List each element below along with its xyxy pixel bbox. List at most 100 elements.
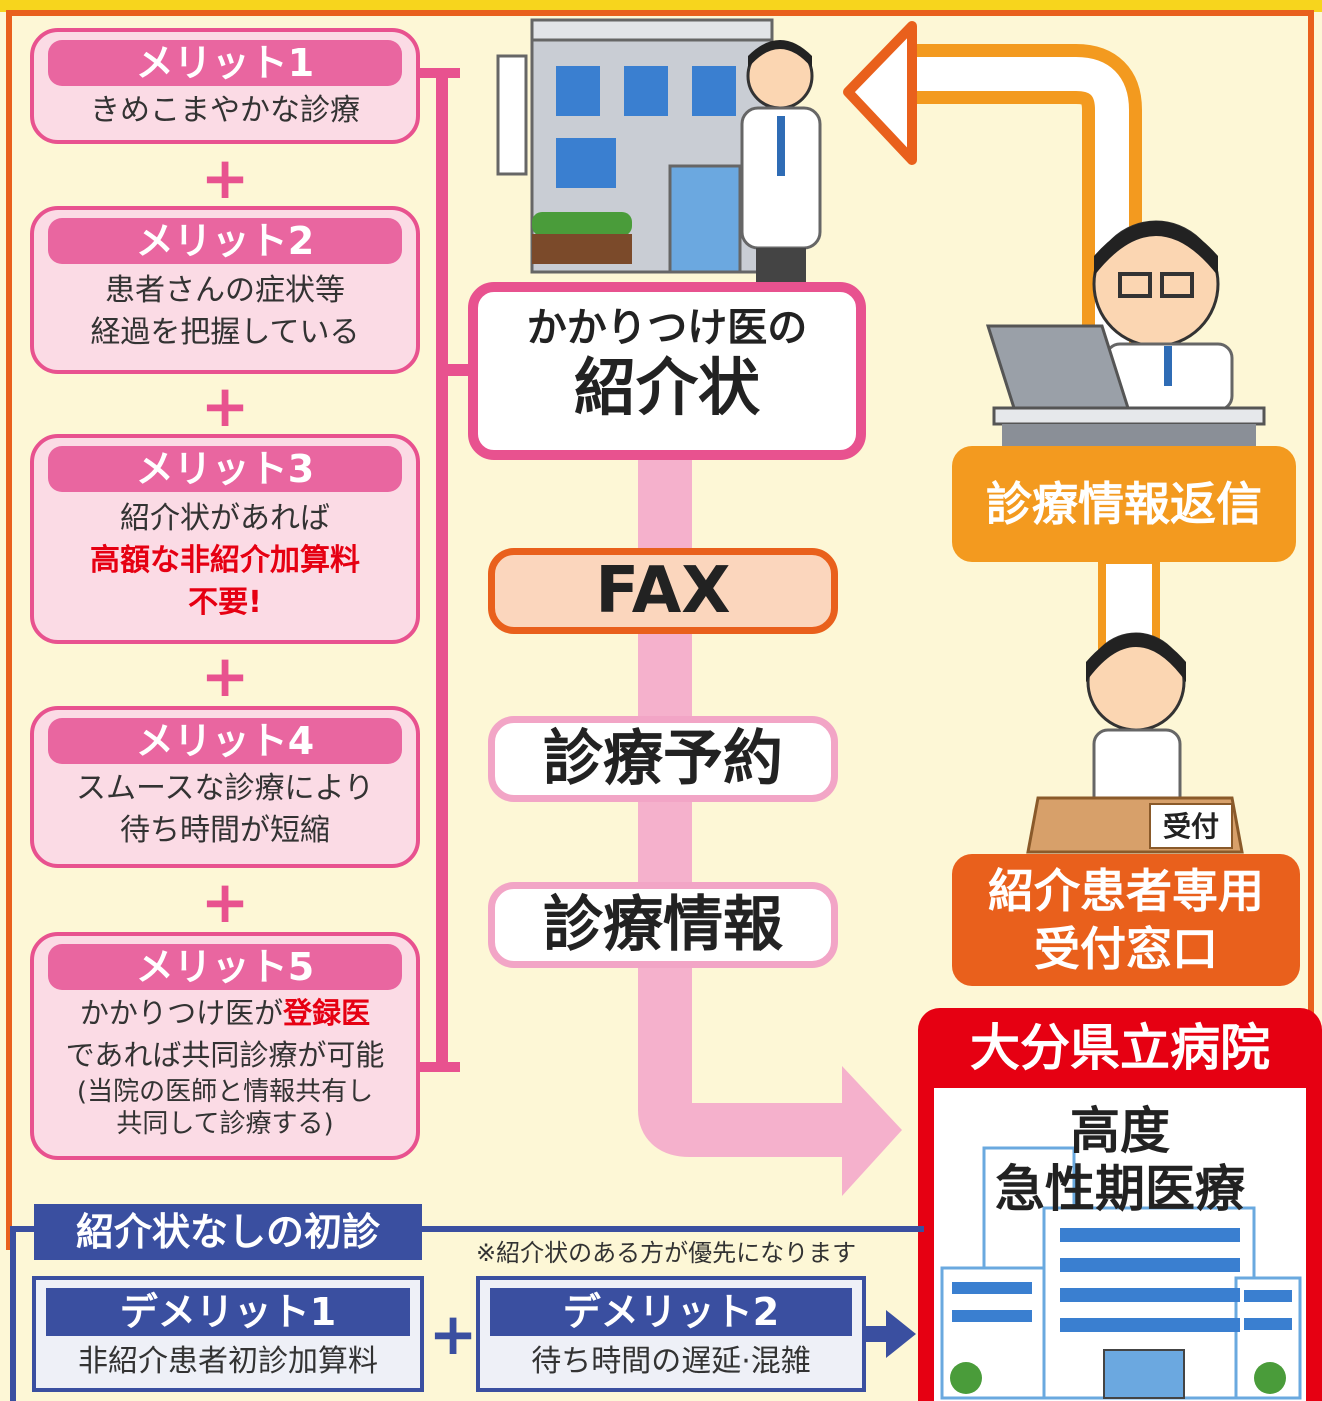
orange-frame bbox=[6, 10, 1314, 1250]
return-arrow-head bbox=[843, 21, 917, 165]
referral-letter-box: かかりつけ医の 紹介状 bbox=[468, 282, 866, 460]
hospital-window-right-1 bbox=[1244, 1290, 1292, 1302]
pink-flow-arrow-body bbox=[638, 460, 850, 1157]
reception-sign-board bbox=[1149, 803, 1233, 849]
merit-5-line-4: 共同して診療する) bbox=[116, 1109, 334, 1139]
clinic-planter bbox=[532, 234, 632, 264]
clinic-window-2 bbox=[624, 66, 668, 116]
bracket-bottom bbox=[420, 1062, 460, 1072]
no-referral-title: 紹介状なしの初診 bbox=[34, 1204, 422, 1260]
tree-left bbox=[950, 1362, 982, 1394]
merit-5-box: メリット5 かかりつけ医が登録医 であれば共同診療が可能 (当院の医師と情報共有… bbox=[30, 932, 420, 1160]
hospital-panel: 高度 急性期医療 bbox=[934, 1088, 1306, 1401]
merit-1-text: きめこまやかな診療 bbox=[90, 93, 360, 128]
merit-3-title: メリット3 bbox=[48, 446, 402, 492]
demerit-1-title: デメリット1 bbox=[46, 1288, 410, 1336]
merit-2-box: メリット2 患者さんの症状等 経過を把握している bbox=[30, 206, 420, 374]
desk-front bbox=[1002, 424, 1256, 446]
oita-prefectural-hospital: 大分県立病院 高度 急性期医療 bbox=[918, 1008, 1322, 1401]
referral-title-line-2: 紹介状 bbox=[573, 351, 760, 424]
reception-sign: 受付 bbox=[1163, 810, 1219, 843]
laptop-screen bbox=[985, 324, 1131, 410]
receptionist-hair bbox=[1086, 633, 1186, 682]
glasses-right bbox=[1160, 272, 1194, 298]
merit-5-registered-doctor: 登録医 bbox=[283, 996, 371, 1030]
hospital-doctor-hair bbox=[1094, 221, 1218, 276]
clinic-roof bbox=[530, 18, 774, 42]
doctor-legs bbox=[756, 248, 806, 284]
plus-1: + bbox=[200, 144, 250, 212]
top-band bbox=[0, 0, 1322, 12]
demerit-2-text: 待ち時間の遅延·混雑 bbox=[531, 1344, 811, 1379]
bracket-vertical bbox=[436, 68, 448, 1070]
merit-3-line-1: 紹介状があれば bbox=[120, 501, 330, 536]
plus-3: + bbox=[200, 642, 250, 710]
reception-line-1: 紹介患者専用 bbox=[988, 864, 1264, 918]
clinic-illustration bbox=[496, 18, 822, 284]
hospital-window-left-1 bbox=[952, 1282, 1032, 1294]
plus-2: + bbox=[200, 372, 250, 440]
plus-4: + bbox=[200, 868, 250, 936]
merit-5-line-1: かかりつけ医が登録医 bbox=[34, 992, 416, 1034]
merit-5-line-1-prefix: かかりつけ医が bbox=[79, 996, 284, 1030]
receptionist-illustration: 受付 bbox=[1026, 632, 1244, 854]
blue-arrow-body bbox=[866, 1326, 892, 1342]
merit-3-line-3: 不要! bbox=[188, 585, 262, 620]
plus-demerit: + bbox=[428, 1300, 478, 1368]
clinic-window-3 bbox=[692, 66, 736, 116]
glasses-left bbox=[1118, 272, 1152, 298]
merit-5-title: メリット5 bbox=[48, 944, 402, 990]
merit-5-line-2: であれば共同診療が可能 bbox=[65, 1038, 385, 1072]
clinic-window-1 bbox=[556, 66, 600, 116]
merit-1-title: メリット1 bbox=[48, 40, 402, 86]
referral-reception-window: 紹介患者専用 受付窓口 bbox=[952, 854, 1300, 986]
merit-3-box: メリット3 紹介状があれば 高額な非紹介加算料 不要! bbox=[30, 434, 420, 644]
hospital-window-row-4 bbox=[1060, 1318, 1240, 1332]
demerit-1-box: デメリット1 非紹介患者初診加算料 bbox=[32, 1276, 424, 1392]
doctor-tie bbox=[777, 116, 785, 176]
merit-4-line-2: 待ち時間が短縮 bbox=[120, 813, 330, 848]
hospital-doctor-tie bbox=[1164, 346, 1172, 386]
clinic-window-4 bbox=[556, 138, 616, 188]
doctor-hair bbox=[748, 40, 812, 68]
priority-note: ※紹介状のある方が優先になります bbox=[476, 1239, 857, 1267]
no-referral-frame bbox=[10, 1226, 924, 1401]
pink-flow-arrow-head bbox=[842, 1066, 902, 1196]
hospital-window-row-3 bbox=[1060, 1288, 1240, 1302]
reception-line-2: 受付窓口 bbox=[1034, 922, 1218, 976]
fax-tag: FAX bbox=[488, 548, 838, 634]
hospital-entrance bbox=[1103, 1349, 1185, 1399]
merit-2-line-2: 経過を把握している bbox=[90, 315, 360, 350]
medical-info-reply-label: 診療情報返信 bbox=[952, 446, 1296, 562]
merit-4-box: メリット4 スムースな診療により 待ち時間が短縮 bbox=[30, 706, 420, 868]
demerit-2-box: デメリット2 待ち時間の遅延·混雑 bbox=[476, 1276, 866, 1392]
hospital-window-row-2 bbox=[1060, 1258, 1240, 1272]
clinic-sign bbox=[496, 54, 528, 176]
hospital-window-right-2 bbox=[1244, 1318, 1292, 1330]
hospital-window-row-1 bbox=[1060, 1228, 1240, 1242]
advanced-care-line-2: 急性期医療 bbox=[995, 1160, 1245, 1218]
clinic-hedge bbox=[532, 212, 632, 236]
advanced-care-line-1: 高度 bbox=[1070, 1102, 1170, 1160]
tree-right bbox=[1254, 1362, 1286, 1394]
appointment-tag: 診療予約 bbox=[488, 716, 838, 802]
demerit-2-title: デメリット2 bbox=[490, 1288, 852, 1336]
merit-2-title: メリット2 bbox=[48, 218, 402, 264]
return-arrow-inner bbox=[912, 57, 1129, 450]
merit-5-line-3: (当院の医師と情報共有し bbox=[76, 1077, 374, 1107]
bracket-connector bbox=[436, 364, 476, 376]
merit-4-line-1: スムースな診療により bbox=[76, 771, 374, 806]
referral-title-line-1: かかりつけ医の bbox=[526, 305, 808, 351]
hospital-name: 大分県立病院 bbox=[970, 1019, 1270, 1077]
medical-info-tag: 診療情報 bbox=[488, 882, 838, 968]
merit-4-title: メリット4 bbox=[48, 718, 402, 764]
blue-arrow-head bbox=[886, 1310, 916, 1358]
merit-1-box: メリット1 きめこまやかな診療 bbox=[30, 28, 420, 144]
merit-3-line-2: 高額な非紹介加算料 bbox=[90, 543, 360, 578]
desk-top bbox=[992, 406, 1266, 426]
hospital-building bbox=[940, 1146, 1302, 1400]
clinic-door bbox=[668, 164, 742, 274]
hospital-doctor-illustration bbox=[985, 220, 1266, 446]
